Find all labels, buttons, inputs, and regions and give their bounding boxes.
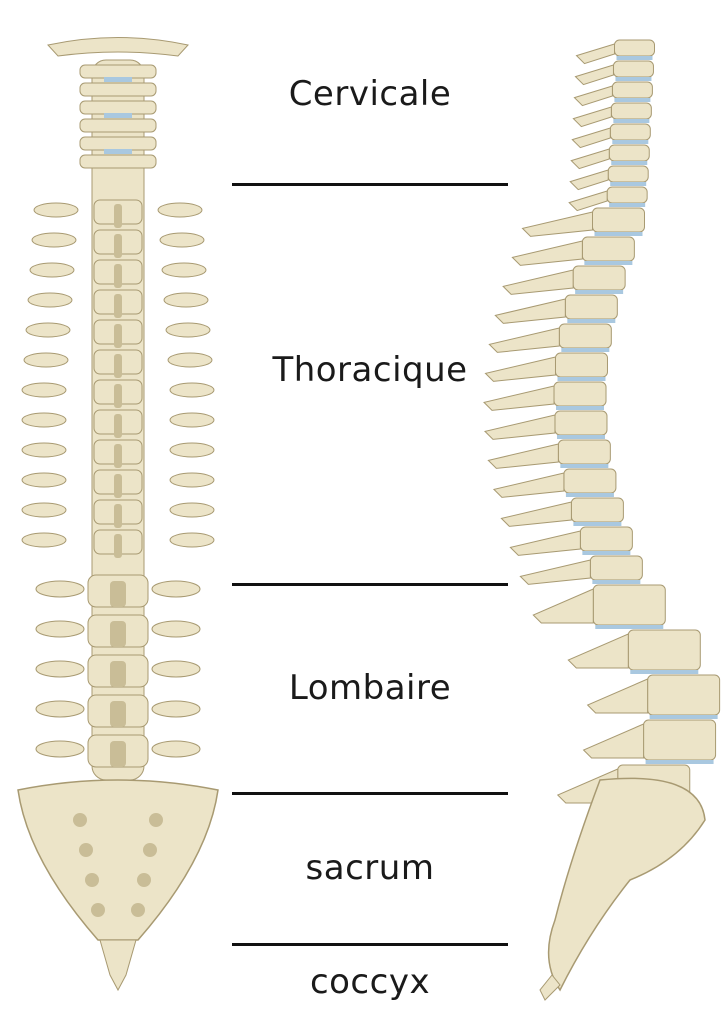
intervertebral-disc (595, 625, 663, 629)
intervertebral-disc (584, 261, 632, 265)
divider-sacrum-coccyx (232, 943, 508, 946)
intervertebral-disc (614, 98, 650, 102)
intervertebral-disc (611, 161, 647, 165)
intervertebral-disc (630, 670, 698, 674)
vertebral-body (628, 630, 700, 670)
intervertebral-disc (594, 232, 642, 236)
intervertebral-disc (556, 406, 604, 410)
intervertebral-disc (557, 377, 605, 381)
spinous-process (574, 86, 612, 106)
vertebral-body (555, 353, 607, 377)
spinous-process (584, 724, 644, 758)
spinous-process (568, 634, 628, 668)
spinous-process (512, 241, 582, 265)
spinous-process (577, 44, 615, 64)
vertebral-body (612, 82, 652, 98)
vertebral-body (611, 103, 651, 119)
intervertebral-disc (573, 522, 621, 526)
intervertebral-disc (567, 319, 615, 323)
vertebral-body (610, 124, 650, 140)
label-thoracic: Thoracique (232, 350, 508, 390)
intervertebral-disc (610, 182, 646, 186)
intervertebral-disc (617, 56, 653, 60)
divider-thoracic-lumbar (232, 583, 508, 586)
intervertebral-disc (646, 760, 714, 764)
spinous-process (489, 328, 559, 352)
spinous-process (570, 170, 608, 190)
spinous-process (571, 149, 609, 169)
vertebral-body (559, 324, 611, 348)
label-lumbar: Lombaire (232, 668, 508, 708)
label-coccyx: coccyx (232, 962, 508, 1002)
vertebral-body (608, 166, 648, 182)
spinous-process (522, 212, 592, 236)
vertebral-body (573, 266, 625, 290)
intervertebral-disc (592, 580, 640, 584)
vertebral-body (554, 382, 606, 406)
vertebral-body (613, 61, 653, 77)
vertebral-body (582, 237, 634, 261)
label-sacrum: sacrum (232, 848, 508, 888)
vertebral-body (648, 675, 720, 715)
intervertebral-disc (650, 715, 718, 719)
intervertebral-disc (615, 77, 651, 81)
vertebral-body (615, 40, 655, 56)
divider-cervical-thoracic (232, 183, 508, 186)
vertebral-body (555, 411, 607, 435)
spinous-process (494, 473, 564, 497)
intervertebral-disc (613, 119, 649, 123)
spinous-process (503, 270, 573, 294)
vertebral-body (609, 145, 649, 161)
divider-lumbar-sacrum (232, 792, 508, 795)
spinous-process (572, 128, 610, 148)
vertebral-body (590, 556, 642, 580)
vertebral-body (644, 720, 716, 760)
spinous-process (488, 444, 558, 468)
intervertebral-disc (609, 203, 645, 207)
vertebral-body (564, 469, 616, 493)
spinous-process (510, 531, 580, 555)
spinous-process (575, 65, 613, 85)
intervertebral-disc (582, 551, 630, 555)
vertebral-body (565, 295, 617, 319)
vertebral-body (558, 440, 610, 464)
vertebral-body (592, 208, 644, 232)
vertebral-body (580, 527, 632, 551)
spinous-process (520, 560, 590, 584)
vertebral-body (593, 585, 665, 625)
intervertebral-disc (612, 140, 648, 144)
intervertebral-disc (560, 464, 608, 468)
label-cervical: Cervicale (232, 74, 508, 114)
intervertebral-disc (561, 348, 609, 352)
spinous-process (485, 415, 555, 439)
spinous-process (573, 107, 611, 127)
spinous-process (588, 679, 648, 713)
vertebral-body (571, 498, 623, 522)
spinous-process (495, 299, 565, 323)
spinous-process (533, 589, 593, 623)
intervertebral-disc (575, 290, 623, 294)
intervertebral-disc (557, 435, 605, 439)
intervertebral-disc (566, 493, 614, 497)
spinous-process (501, 502, 571, 526)
sacrum-lateral (549, 778, 705, 990)
vertebral-body (607, 187, 647, 203)
